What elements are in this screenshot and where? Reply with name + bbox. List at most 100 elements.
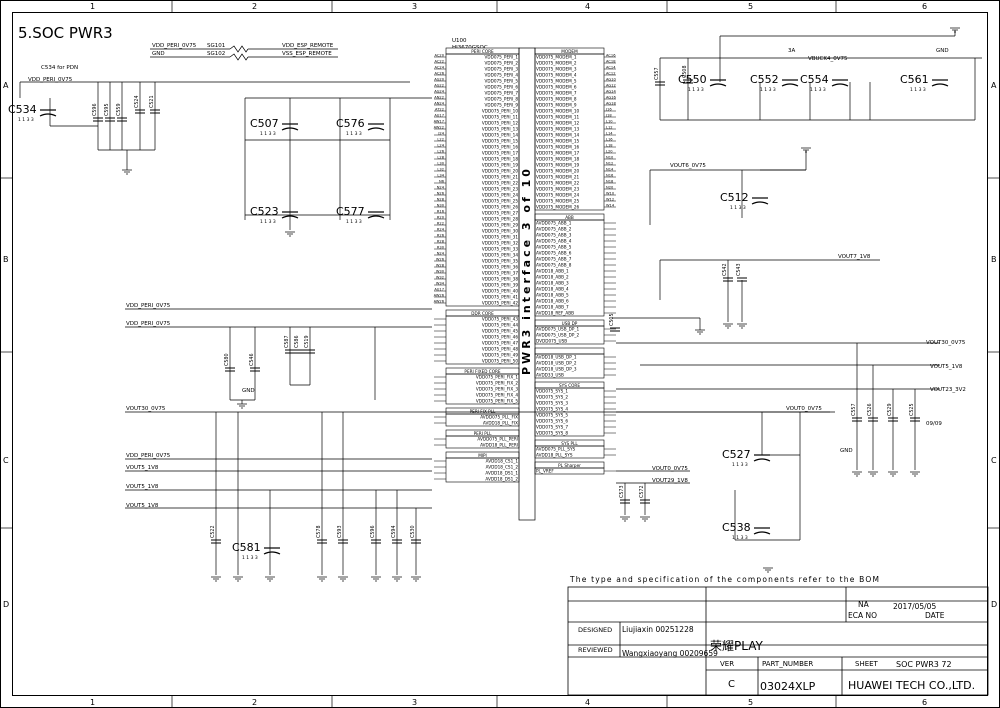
ic-pin-name: VDD075_MODEM_19	[536, 163, 580, 168]
ic-ball: AC24	[435, 65, 445, 69]
capacitor-small: C596	[92, 103, 103, 122]
capacitor-ref: C521	[149, 95, 155, 108]
net-gnd-right: GND	[840, 448, 853, 454]
ic-ball: AC12	[606, 71, 615, 75]
ic-ball: AG18	[606, 101, 616, 105]
ic-pin-name: AVDD075_ABB_8	[536, 263, 572, 268]
ic-pin-name: VDD075_PERI_21	[482, 175, 518, 180]
ic-pin-name: AVDD075_PLL_SYS	[536, 447, 575, 452]
ic-pin-name: VDD075_PERI_42	[482, 301, 518, 306]
col-label-top: 2	[252, 2, 257, 11]
top-net-ties: VDD_PERI_0V75 GND SG101 SG102 VDD_ESP_RE…	[152, 43, 334, 57]
capacitor-ref: C529	[887, 403, 893, 416]
capacitor-ref: C523	[250, 205, 279, 218]
ic-ball: W12	[606, 197, 614, 201]
schematic-wires	[19, 27, 982, 582]
ic-pin-name: VDD075_PERI_48	[482, 347, 518, 352]
ic-pin-name: VDD075_MODEM_11	[536, 115, 580, 120]
ic-pin-name: AVDD18_USB_DP_2	[536, 361, 577, 366]
ic-pin-name: VDD075_MODEM_5	[536, 79, 577, 84]
ic-pin-name: VDD075_PERI_7	[485, 91, 519, 96]
ic-ball: AG10	[606, 77, 616, 81]
ic-pin-name: AVDD18_ABB_2	[536, 275, 569, 280]
title-block-text: NA 2017/05/05 ECA NO DATE DESIGNED Liuji…	[578, 600, 975, 693]
ic-ball: AN22	[434, 95, 444, 99]
ic-ball: L30	[437, 161, 444, 165]
capacitor-small: C572	[639, 485, 650, 504]
capacitor-small: C526	[867, 403, 878, 422]
ic-section-title: PERI FIX PLL	[470, 409, 496, 414]
ic-ball: N30	[437, 203, 445, 207]
capacitor-ref: C581	[232, 541, 261, 554]
ic-ball: AG12	[606, 83, 616, 87]
ic-ball: AG22	[434, 83, 444, 87]
tb-ver-label: VER	[720, 660, 734, 668]
row-label-left: D	[3, 600, 9, 609]
ic-pin-name: AVDD075_USB_DP_2	[536, 333, 580, 338]
capacitor-small: C557	[851, 403, 862, 422]
ic-pin-name: VDD075_PERI_8	[485, 97, 519, 102]
ic-center-column	[518, 47, 536, 521]
ic-pin-name: VDD075_PERI_20	[482, 169, 518, 174]
capacitor-ref: C552	[750, 73, 779, 86]
capacitor-small: C593	[337, 525, 348, 544]
net-vout5-c: VOUT5_1V8	[126, 503, 159, 509]
ic-ball: R24	[437, 227, 445, 231]
ic-ball: R20	[437, 215, 445, 219]
col-label-bottom: 5	[748, 698, 753, 707]
capacitor-ref: C593	[337, 525, 343, 538]
ic-ball: N6	[439, 179, 445, 183]
net-vout7: VOUT7_1V8	[838, 254, 871, 260]
rail-vout23: VOUT23_3V2	[930, 387, 966, 393]
ic-pin-name: VDD075_MODEM_15	[536, 139, 580, 144]
ic-pin-name: AVDD075_ABB_7	[536, 257, 572, 262]
svg-text:1 1 3 3: 1 1 3 3	[260, 131, 276, 137]
capacitor-ref: C538	[722, 521, 751, 534]
ic-pin-name: VDD075_PERI_FIX_3	[476, 387, 518, 392]
ic-pin-name: VDD075_PERI_FIX_4	[476, 393, 518, 398]
ic-ball: J18	[605, 113, 612, 117]
ic-pin-name: VDD075_PERI_24	[482, 193, 518, 198]
net-peri-mid1: VDD_PERI_0V75	[126, 303, 171, 309]
c534-note: C534 for PDN	[41, 65, 78, 71]
ic-pin-name: VDD075_MODEM_16	[536, 145, 580, 150]
col-label-top: 1	[90, 2, 95, 11]
ic-pin-name: VDD075_PERI_32	[482, 241, 518, 246]
ic-ball: R30	[437, 245, 445, 249]
capacitor-small: C594	[391, 525, 402, 544]
ic-pin-name: VDD075_MODEM_20	[536, 169, 580, 174]
ic-pin-name: VDD075_PERI_6	[485, 85, 519, 90]
capacitor-ref: C534	[8, 103, 37, 116]
capacitor-small: C557	[654, 67, 665, 86]
capacitor-small: C580	[224, 353, 235, 372]
capacitor-small: C559	[116, 103, 127, 122]
capacitor-ref: C508	[682, 65, 688, 78]
ic-pin-name: VDD075_PERI_45	[482, 329, 518, 334]
rail-vout30: VOUT30_0V75	[926, 340, 966, 346]
ic-pin-name: VDD075_PERI_29	[482, 223, 518, 228]
ic-ball: AC16	[606, 53, 616, 57]
ic-ball: W26	[436, 257, 445, 261]
ic-pin-name: AVDD075_ABB_1	[536, 221, 572, 226]
capacitor-ref: C587	[284, 335, 290, 348]
ic-ball: N24	[437, 185, 445, 189]
ic-pin-name: VDD075_SYS_8	[536, 431, 568, 436]
ic-ball: W34	[436, 281, 445, 285]
ic-pin-name: AVDD18_PLL_SYS	[536, 453, 573, 458]
ic-ball: AU17	[434, 287, 444, 291]
ic-section-title: PERI CORE	[471, 49, 494, 54]
ic-pin-name: VDD075_PERI_28	[482, 217, 518, 222]
ic-ball: AU17	[434, 113, 444, 117]
col-label-top: 6	[922, 2, 927, 11]
ic-pin-name: AVDD18_PLL_FIX	[483, 421, 518, 426]
col-label-bottom: 1	[90, 698, 95, 707]
ic-ball: W14	[606, 203, 615, 207]
row-label-left: B	[3, 255, 9, 264]
ic-ball: J16	[605, 107, 612, 111]
ic-pin-name: AVDD18_DS1_1	[485, 471, 518, 476]
bom-note: The type and specification of the compon…	[569, 575, 880, 584]
